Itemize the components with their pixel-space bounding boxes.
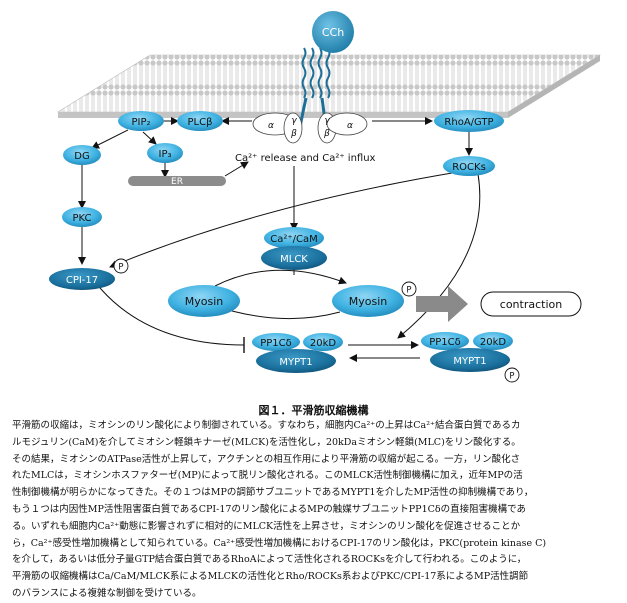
ca-cam-label: Ca²⁺/CaM bbox=[270, 234, 318, 245]
caption-line: 平滑筋の収縮機構はCa/CaM/MLCK系によるMLCKの活性化とRho/ROC… bbox=[12, 571, 529, 583]
caption-line: その結果，ミオシンのATPase活性が上昇して，アクチンとの相互作用により平滑筋… bbox=[12, 453, 521, 465]
smooth-muscle-diagram: CCh α γ β γ β α co bbox=[49, 11, 602, 383]
kd20-right-node: 20kD bbox=[473, 332, 513, 350]
phosphate-myosin-label: P bbox=[406, 286, 411, 296]
cpi17-label: CPI-17 bbox=[66, 275, 98, 286]
figure-caption: 平滑筋の収縮は，ミオシンのリン酸化により制御されている。すなわち，細胞内Ca²⁺… bbox=[12, 418, 618, 603]
mypt1-right-node: MYPT1 bbox=[430, 348, 510, 372]
phosphate-mypt1: P bbox=[504, 367, 520, 383]
mlck-node: MLCK bbox=[261, 246, 327, 270]
ip3-label: IP₃ bbox=[159, 149, 172, 160]
cch-ligand bbox=[312, 11, 354, 53]
phosphate-cpi17: P bbox=[113, 258, 129, 274]
ca-cam-node: Ca²⁺/CaM bbox=[264, 227, 324, 249]
pip2-label: PIP₂ bbox=[131, 117, 150, 128]
rocks-label: ROCKs bbox=[452, 162, 486, 173]
ca-release-label: Ca²⁺ release and Ca²⁺ influx bbox=[235, 153, 376, 164]
gamma-right-label: γ bbox=[324, 116, 330, 126]
mlck-label: MLCK bbox=[280, 254, 308, 265]
caption-line: 平滑筋の収縮は，ミオシンのリン酸化により制御されている。すなわち，細胞内Ca²⁺… bbox=[12, 420, 521, 431]
cpi17-node: CPI-17 bbox=[49, 268, 115, 290]
pkc-node: PKC bbox=[62, 207, 102, 227]
caption-line: れたMLCは，ミオシンホスファターゼ(MP)によって脱リン酸化される。このMLC… bbox=[12, 470, 523, 482]
alpha-right-label: α bbox=[347, 121, 353, 131]
g-protein-right: γ β α bbox=[317, 112, 368, 144]
kd20-left-label: 20kD bbox=[310, 338, 337, 349]
pip2-node: PIP₂ bbox=[118, 111, 164, 131]
kd20-right-label: 20kD bbox=[480, 337, 507, 348]
phosphate-mypt1-label: P bbox=[509, 372, 514, 382]
mypt1-right-label: MYPT1 bbox=[453, 356, 486, 367]
mypt1-left-node: MYPT1 bbox=[256, 349, 336, 373]
myosin-left-node: Myosin bbox=[168, 285, 240, 317]
caption-line: ら，Ca²⁺感受性増加機構として知られている。Ca²⁺感受性増加機構におけるCP… bbox=[12, 537, 547, 549]
caption-line: る。いずれも細胞内Ca²⁺動態に影響されずに相対的にMLCK活性を上昇させ，ミオ… bbox=[12, 520, 521, 532]
contraction-box bbox=[480, 291, 582, 317]
pp1c-right-label: PP1Cδ bbox=[429, 337, 461, 348]
figure-title: 図１．平滑筋収縮機構 bbox=[258, 404, 369, 417]
caption-line: 性制御機構が明らかになってきた。その１つはMPの調節サブユニットであるMYPT1… bbox=[12, 487, 534, 499]
arrows bbox=[78, 117, 481, 362]
pp1c-left-label: PP1Cδ bbox=[260, 338, 292, 349]
caption-line: のバランスによる複雑な制御を受けている。 bbox=[12, 587, 202, 599]
phosphate-cpi17-label: P bbox=[118, 263, 123, 273]
pp1c-left-node: PP1Cδ bbox=[252, 333, 300, 351]
alpha-left-label: α bbox=[268, 121, 274, 131]
cell-membrane bbox=[56, 54, 602, 118]
er-membrane bbox=[128, 176, 226, 186]
contraction-label: contraction bbox=[500, 298, 562, 311]
dg-node: DG bbox=[63, 145, 101, 165]
gamma-left-label: γ bbox=[291, 116, 297, 126]
caption-line: ルモジュリン(CaM)を介してミオシン軽鎖キナーゼ(MLCK)を活性化し，20k… bbox=[12, 436, 521, 448]
er-label: ER bbox=[171, 177, 183, 187]
cch-label: CCh bbox=[322, 26, 344, 39]
rhoa-node: RhoA/GTP bbox=[434, 110, 504, 132]
caption-line: を介して，あるいは低分子量GTP結合蛋白質であるRhoAによって活性化されるRO… bbox=[12, 554, 527, 566]
ip3-node: IP₃ bbox=[147, 143, 183, 163]
contraction-arrow bbox=[416, 286, 468, 322]
plcb-label: PLCβ bbox=[188, 117, 213, 128]
kd20-left-node: 20kD bbox=[303, 333, 343, 351]
myosin-right-node: Myosin bbox=[332, 285, 404, 317]
myosin-right-label: Myosin bbox=[349, 295, 388, 308]
pkc-label: PKC bbox=[72, 213, 91, 224]
myosin-left-label: Myosin bbox=[185, 295, 224, 308]
g-protein-left: α γ β bbox=[252, 112, 303, 144]
rocks-node: ROCKs bbox=[443, 156, 495, 176]
mypt1-left-label: MYPT1 bbox=[279, 357, 312, 368]
pp1c-right-node: PP1Cδ bbox=[421, 332, 469, 350]
beta-right-label: β bbox=[323, 129, 330, 139]
rhoa-label: RhoA/GTP bbox=[444, 117, 493, 128]
beta-left-label: β bbox=[290, 129, 297, 139]
caption-line: もう１つは内因性MP活性阻害蛋白質であるCPI-17のリン酸化によるMPの触媒サ… bbox=[12, 503, 527, 515]
plcb-node: PLCβ bbox=[177, 111, 223, 131]
dg-label: DG bbox=[74, 151, 89, 162]
phosphate-myosin: P bbox=[401, 281, 417, 297]
